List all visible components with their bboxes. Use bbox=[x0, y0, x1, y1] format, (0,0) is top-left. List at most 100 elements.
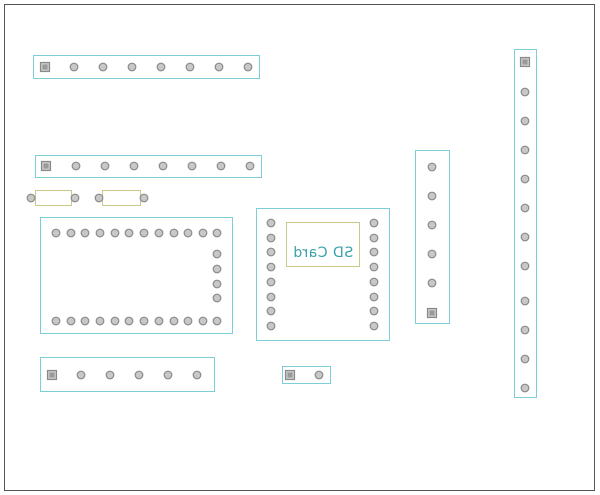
header-vertical-pin bbox=[427, 278, 437, 288]
sd-module-pin bbox=[369, 277, 379, 287]
sd-module-pin bbox=[369, 292, 379, 302]
module-pin bbox=[110, 228, 120, 238]
module-pin bbox=[139, 316, 149, 326]
module-pin bbox=[139, 228, 149, 238]
header-vertical-outline bbox=[415, 150, 450, 324]
header-2pin-outline bbox=[282, 366, 331, 384]
sd-module-pin bbox=[266, 247, 276, 257]
sd-module-pin bbox=[266, 262, 276, 272]
header-2-pin bbox=[187, 161, 197, 171]
header-2-pin bbox=[71, 161, 81, 171]
header-long-pin bbox=[520, 383, 530, 393]
header-2-pin bbox=[216, 161, 226, 171]
sd-module-pin bbox=[266, 306, 276, 316]
module-pin bbox=[51, 316, 61, 326]
header-2-pin bbox=[245, 161, 255, 171]
module-pin bbox=[212, 279, 222, 289]
header-1-outline bbox=[33, 55, 260, 79]
resistor-2-body bbox=[102, 190, 141, 206]
sd-module-pin bbox=[266, 321, 276, 331]
sd-module-pin bbox=[369, 218, 379, 228]
header-6pin-pin bbox=[163, 370, 173, 380]
module-pin bbox=[124, 316, 134, 326]
resistor-1-pin bbox=[26, 193, 36, 203]
header-long-pin-1-inner bbox=[522, 59, 528, 65]
module-pin bbox=[183, 316, 193, 326]
sd-card-label: SD Card bbox=[293, 245, 353, 261]
header-1-pin bbox=[69, 62, 79, 72]
header-2-pin bbox=[129, 161, 139, 171]
module-pin bbox=[80, 228, 90, 238]
module-pin bbox=[110, 316, 120, 326]
resistor-2-pin bbox=[94, 193, 104, 203]
header-2pin-pin-1-inner bbox=[287, 372, 293, 378]
header-2-outline bbox=[35, 155, 262, 178]
header-vertical-pin bbox=[427, 220, 437, 230]
sd-module-pin bbox=[369, 321, 379, 331]
header-6pin-pin-1-inner bbox=[49, 372, 55, 378]
header-long-outline bbox=[514, 49, 537, 398]
module-pin bbox=[212, 293, 222, 303]
sd-module-pin bbox=[266, 218, 276, 228]
header-long-pin bbox=[520, 354, 530, 364]
sd-module-pin bbox=[369, 306, 379, 316]
module-pin bbox=[154, 228, 164, 238]
module-pin bbox=[95, 316, 105, 326]
header-vertical-pin-1-inner bbox=[429, 310, 435, 316]
pads-layer bbox=[26, 56, 531, 393]
header-vertical-pin bbox=[427, 162, 437, 172]
header-6pin-pin bbox=[134, 370, 144, 380]
header-long-pin bbox=[520, 203, 530, 213]
board-edge bbox=[4, 4, 595, 491]
module-pin bbox=[169, 228, 179, 238]
module-pin bbox=[212, 228, 222, 238]
sd-module-pin bbox=[369, 247, 379, 257]
header-1-pin-1-inner bbox=[42, 64, 48, 70]
header-1-pin bbox=[185, 62, 195, 72]
module-pin bbox=[154, 316, 164, 326]
header-6pin-pin bbox=[76, 370, 86, 380]
resistor-2-pin bbox=[139, 193, 149, 203]
header-long-pin bbox=[520, 325, 530, 335]
sd-module-pin bbox=[369, 233, 379, 243]
sd-module-pin bbox=[266, 292, 276, 302]
module-pin bbox=[95, 228, 105, 238]
header-long-pin bbox=[520, 116, 530, 126]
module-pin bbox=[169, 316, 179, 326]
header-1-pin bbox=[243, 62, 253, 72]
sd-module-pin bbox=[266, 277, 276, 287]
header-1-pin bbox=[127, 62, 137, 72]
resistor-1-body bbox=[35, 190, 72, 206]
header-1-pin bbox=[214, 62, 224, 72]
module-pin bbox=[198, 228, 208, 238]
module-outline bbox=[40, 217, 233, 334]
header-2-pin bbox=[158, 161, 168, 171]
sd-card-silkscreen bbox=[286, 222, 360, 267]
header-long-pin bbox=[520, 87, 530, 97]
module-pin bbox=[51, 228, 61, 238]
header-vertical-pin bbox=[427, 249, 437, 259]
module-pin bbox=[80, 316, 90, 326]
header-6pin-pin bbox=[105, 370, 115, 380]
module-pin bbox=[212, 316, 222, 326]
sd-module-pin bbox=[266, 233, 276, 243]
module-pin bbox=[66, 316, 76, 326]
module-pin bbox=[183, 228, 193, 238]
resistor-1-pin bbox=[70, 193, 80, 203]
header-2-pin bbox=[100, 161, 110, 171]
header-long-pin bbox=[520, 145, 530, 155]
sd-module-pin bbox=[369, 262, 379, 272]
header-long-pin bbox=[520, 296, 530, 306]
header-1-pin bbox=[98, 62, 108, 72]
module-pin bbox=[212, 249, 222, 259]
module-pin bbox=[66, 228, 76, 238]
header-6pin-outline bbox=[40, 357, 215, 392]
header-vertical-pin bbox=[427, 191, 437, 201]
header-long-pin bbox=[520, 232, 530, 242]
header-long-pin bbox=[520, 174, 530, 184]
header-1-pin bbox=[156, 62, 166, 72]
module-pin bbox=[212, 264, 222, 274]
module-pin bbox=[198, 316, 208, 326]
header-2pin-pin bbox=[314, 370, 324, 380]
